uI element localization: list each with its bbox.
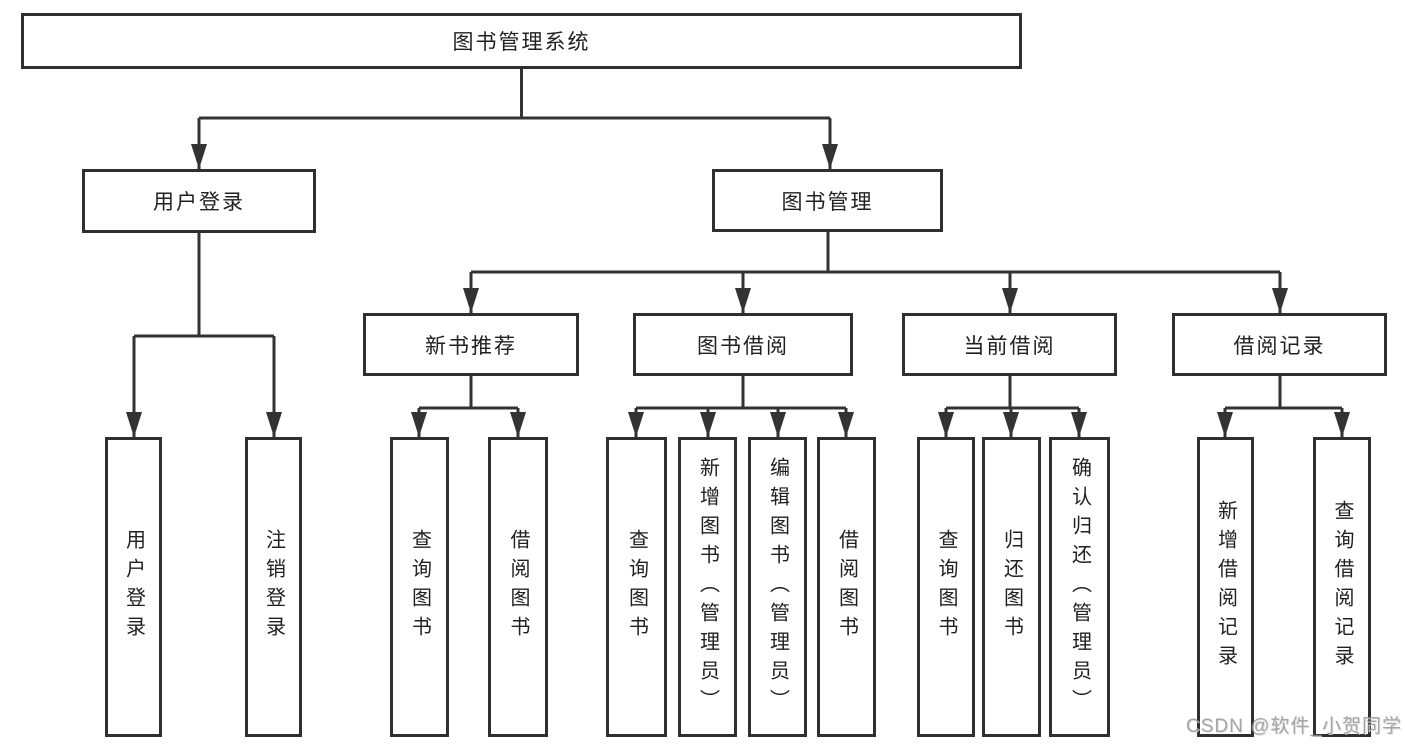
- node-label: 借阅图书: [835, 529, 858, 645]
- arrowheads: [126, 144, 1350, 437]
- node-edit-book-admin: 编辑图书（管理员）: [748, 437, 807, 737]
- node-label: 图书管理系统: [452, 31, 591, 54]
- node-new-book-recommendation: 新书推荐: [363, 313, 579, 376]
- node-label: 新增图书（管理员）: [696, 456, 719, 718]
- node-label: 确认归还（管理员）: [1068, 456, 1091, 718]
- node-label: 查询借阅记录: [1331, 500, 1353, 674]
- node-label: 图书借阅: [697, 334, 789, 358]
- node-library-management-system: 图书管理系统: [21, 13, 1022, 69]
- node-label: 归还图书: [1000, 529, 1023, 645]
- node-label: 借阅记录: [1233, 334, 1326, 358]
- node-add-borrow-record: 新增借阅记录: [1197, 437, 1254, 737]
- node-label: 新增借阅记录: [1214, 500, 1237, 674]
- node-label: 当前借阅: [963, 334, 1056, 358]
- node-query-books-borrowing: 查询图书: [606, 437, 667, 737]
- connector-group-new-book: [417, 376, 520, 437]
- node-logout-action: 注销登录: [245, 437, 302, 737]
- node-query-books-current: 查询图书: [917, 437, 975, 737]
- node-label: 图书管理: [781, 190, 874, 214]
- node-query-books-recommend: 查询图书: [390, 437, 449, 737]
- connector-group-user-login: [132, 233, 276, 437]
- node-borrow-books-borrowing: 借阅图书: [817, 437, 876, 737]
- node-user-login: 用户登录: [82, 169, 316, 233]
- node-label: 借阅图书: [507, 529, 529, 645]
- node-label: 注销登录: [262, 529, 285, 645]
- node-current-borrowing: 当前借阅: [902, 313, 1117, 376]
- node-query-borrow-record: 查询借阅记录: [1313, 437, 1371, 737]
- node-borrowing-records: 借阅记录: [1172, 313, 1387, 376]
- node-add-book-admin: 新增图书（管理员）: [678, 437, 737, 737]
- node-user-login-action: 用户登录: [105, 437, 162, 737]
- connector-group-root: [197, 69, 832, 169]
- connector-group-book-borrowing: [634, 376, 848, 437]
- node-label: 用户登录: [153, 191, 245, 214]
- node-return-books: 归还图书: [982, 437, 1041, 737]
- node-label: 查询图书: [408, 529, 431, 645]
- node-label: 查询图书: [625, 529, 648, 645]
- csdn-watermark: CSDN @软件_小贺同学: [1186, 716, 1402, 737]
- node-label: 编辑图书（管理员）: [766, 456, 789, 718]
- node-label: 用户登录: [122, 529, 145, 645]
- node-book-management: 图书管理: [712, 169, 943, 232]
- node-confirm-return-admin: 确认归还（管理员）: [1049, 437, 1110, 737]
- node-label: 新书推荐: [425, 334, 517, 358]
- node-book-borrowing: 图书借阅: [633, 313, 853, 376]
- connector-group-book-management: [469, 232, 1282, 313]
- node-label: 查询图书: [935, 529, 957, 645]
- node-borrow-books-recommend: 借阅图书: [488, 437, 548, 737]
- connector-group-borrowing-records: [1223, 376, 1344, 437]
